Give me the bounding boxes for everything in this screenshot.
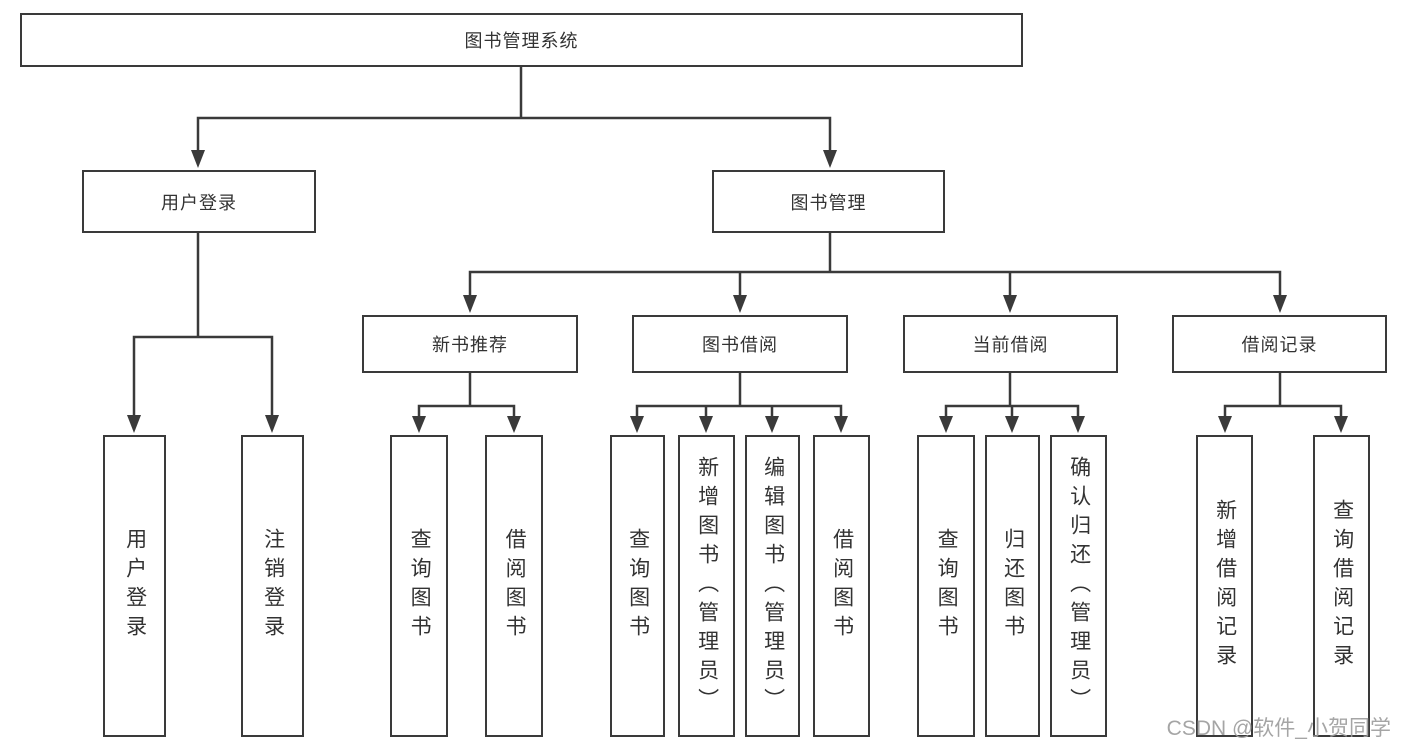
leaf-borrow-query-book: 查询图书 <box>610 435 665 737</box>
node-label: 查询图书 <box>626 528 650 644</box>
node-label: 用户登录 <box>161 192 237 213</box>
node-book-borrow: 图书借阅 <box>632 315 848 373</box>
leaf-recommend-query-book: 查询图书 <box>390 435 448 737</box>
node-label: 借阅图书 <box>830 528 854 644</box>
leaf-borrow-add-book-admin: 新增图书（管理员） <box>678 435 735 737</box>
node-label: 借阅图书 <box>503 528 527 644</box>
leaf-records-add-record: 新增借阅记录 <box>1196 435 1253 737</box>
node-label: 图书借阅 <box>702 335 778 355</box>
leaf-current-return-book: 归还图书 <box>985 435 1040 737</box>
node-label: 图书管理 <box>790 192 867 213</box>
leaf-records-query-record: 查询借阅记录 <box>1313 435 1370 737</box>
leaf-borrow-borrow-book: 借阅图书 <box>813 435 870 737</box>
leaf-user-login: 用户登录 <box>103 435 166 737</box>
node-label: 确认归还（管理员） <box>1067 455 1091 717</box>
node-book-management: 图书管理 <box>712 170 945 233</box>
node-current-borrow: 当前借阅 <box>903 315 1118 373</box>
node-label: 归还图书 <box>1001 528 1025 644</box>
node-label: 借阅记录 <box>1241 335 1318 355</box>
node-label: 新增借阅记录 <box>1213 499 1237 673</box>
watermark: CSDN @软件_小贺同学 <box>1166 717 1391 740</box>
node-label: 注销登录 <box>261 528 285 644</box>
node-label: 查询图书 <box>408 528 432 644</box>
leaf-borrow-edit-book-admin: 编辑图书（管理员） <box>745 435 800 737</box>
leaf-current-query-book: 查询图书 <box>917 435 975 737</box>
leaf-current-confirm-return-admin: 确认归还（管理员） <box>1050 435 1107 737</box>
node-label: 新书推荐 <box>432 335 508 355</box>
node-label: 图书管理系统 <box>464 31 579 51</box>
node-label: 查询图书 <box>935 528 959 644</box>
node-label: 新增图书（管理员） <box>695 455 719 717</box>
node-new-book-recommend: 新书推荐 <box>362 315 578 373</box>
node-library-management-system: 图书管理系统 <box>20 13 1023 67</box>
node-user-login: 用户登录 <box>82 170 316 233</box>
node-label: 编辑图书（管理员） <box>761 455 785 717</box>
leaf-logout-login: 注销登录 <box>241 435 304 737</box>
leaf-recommend-borrow-book: 借阅图书 <box>485 435 543 737</box>
node-label: 用户登录 <box>123 528 147 644</box>
node-label: 查询借阅记录 <box>1330 499 1354 673</box>
node-borrow-records: 借阅记录 <box>1172 315 1387 373</box>
node-label: 当前借阅 <box>972 335 1049 355</box>
